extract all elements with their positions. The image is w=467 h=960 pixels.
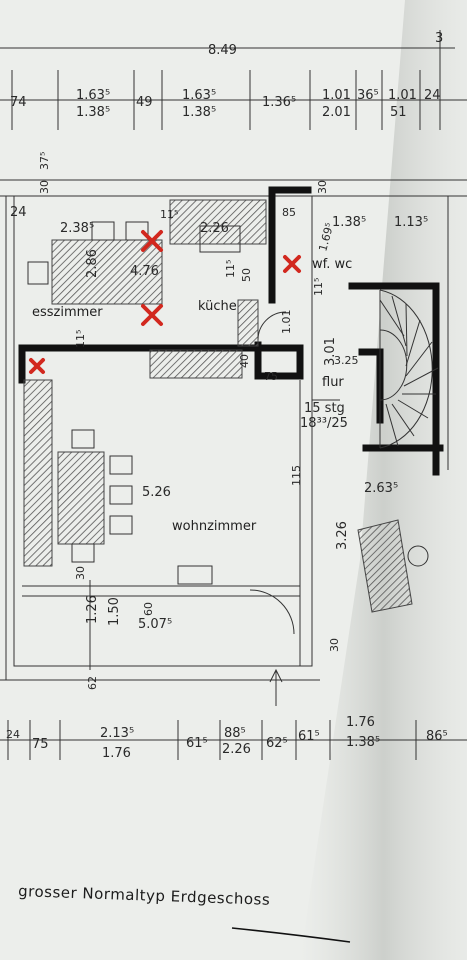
dim-k25: 30	[74, 566, 87, 580]
dim-top-f-top: 1.01	[322, 88, 351, 103]
door-swings	[22, 311, 340, 706]
dim-k27: 1.50	[107, 597, 122, 626]
hatched-elements	[23, 199, 413, 613]
dim-k8: 1.38⁵	[332, 215, 366, 230]
red-cross-marks	[29, 230, 301, 374]
dim-top-f-bot: 2.01	[322, 105, 351, 120]
dim-bottom-i: 86⁵	[426, 729, 448, 744]
cross-mark	[141, 230, 163, 252]
dim-bottom-h-bot: 1.38⁵	[346, 735, 380, 750]
dim-top-b-bot: 1.38⁵	[76, 105, 110, 120]
room-label-esszimmer: esszimmer	[32, 305, 103, 320]
dim-top-d-bot: 1.38⁵	[182, 105, 216, 120]
dim-top-a: 74	[10, 95, 27, 110]
dim-bottom-g: 61⁵	[298, 729, 320, 744]
cross-mark	[283, 255, 301, 273]
title-underline	[231, 927, 351, 943]
spiral-staircase	[379, 289, 439, 449]
dim-k17: 3.01	[323, 337, 338, 366]
dim-top-j: 3	[435, 31, 443, 46]
dim-k13: 4.76	[130, 264, 159, 279]
dim-k5: 11⁵	[160, 208, 178, 221]
top-dimension-lines	[0, 30, 467, 197]
dim-top-d-top: 1.63⁵	[182, 88, 216, 103]
dim-top-i: 24	[424, 88, 441, 103]
dim-bottom-c-top: 2.13⁵	[100, 726, 134, 741]
paper-fold	[300, 0, 467, 960]
dim-bottom-h-top: 1.76	[346, 715, 375, 730]
bottom-dimension-text: 24 75 2.13⁵ 1.76 61⁵ 88⁵ 2.26 62⁵ 61⁵ 1.…	[6, 715, 448, 761]
dim-top-h-bot: 51	[390, 105, 407, 120]
inner-dimension-text: 30 37⁵ 24 2.38⁵ 11⁵ 2.26 85 1.38⁵ 1.13⁵ …	[10, 152, 428, 690]
room-label-wohnzimmer: wohnzimmer	[172, 519, 257, 534]
dim-top-b-top: 1.63⁵	[76, 88, 110, 103]
dim-k7: 85	[282, 206, 296, 219]
cross-mark	[29, 358, 45, 374]
dim-bottom-c-bot: 1.76	[102, 746, 131, 761]
dim-k21: 11⁵	[74, 330, 87, 348]
furniture	[27, 221, 429, 585]
dim-k16: 1.01	[280, 310, 293, 335]
room-labels: esszimmer küche wf. wc flur wohnzimmer 1…	[32, 257, 352, 534]
room-label-flur: flur	[322, 375, 344, 390]
stairs-ratio: 18³³/25	[300, 416, 348, 431]
marked-walls	[18, 186, 444, 476]
dim-k1: 30	[38, 180, 51, 194]
dim-k26: 1.26	[85, 595, 100, 624]
dim-k18: 3.25	[334, 354, 359, 367]
dim-k28: 5.07⁵	[138, 617, 172, 632]
dim-overall: 8.49	[208, 43, 237, 58]
dim-bottom-d: 61⁵	[186, 736, 208, 751]
dim-bottom-b: 75	[32, 737, 49, 752]
room-label-kueche: küche	[198, 299, 237, 314]
dim-k20: 11⁵	[312, 278, 325, 296]
dim-k12: 2.86	[85, 249, 100, 278]
dim-top-e: 1.36⁵	[262, 95, 296, 110]
dim-bottom-f: 62⁵	[266, 736, 288, 751]
dim-k14: 11⁵	[224, 260, 237, 278]
room-label-wc: wf. wc	[312, 257, 352, 272]
dim-k6: 2.26	[200, 221, 229, 236]
dim-top-g: 36⁵	[357, 88, 379, 103]
dim-k10: 30	[316, 180, 329, 194]
dim-k29: 62	[86, 676, 99, 690]
stairs-count: 15 stg	[304, 401, 345, 416]
dim-bottom-a: 24	[6, 728, 20, 741]
dim-bottom-e-top: 88⁵	[224, 726, 246, 741]
dim-k15: 50	[240, 268, 253, 282]
dim-k33: 115	[290, 465, 303, 486]
dim-k2: 37⁵	[38, 152, 51, 170]
dim-k4: 2.38⁵	[60, 221, 94, 236]
outer-walls	[5, 195, 449, 680]
dim-k23: 2.63⁵	[364, 481, 398, 496]
dim-k30: 30	[328, 638, 341, 652]
bottom-dimension-lines	[0, 679, 467, 760]
top-dimension-text: 8.49 3 74 1.63⁵ 1.38⁵ 49 1.63⁵ 1.38⁵ 1.3…	[10, 31, 443, 120]
dim-top-c: 49	[136, 95, 153, 110]
dim-top-h-top: 1.01	[388, 88, 417, 103]
dim-k19: 75	[264, 370, 278, 383]
dim-k9: 1.13⁵	[394, 215, 428, 230]
cross-mark	[141, 304, 163, 326]
dim-k22: 5.26	[142, 485, 171, 500]
dim-k24: 3.26	[335, 521, 350, 550]
dim-bottom-e-bot: 2.26	[222, 742, 251, 757]
dim-k32: 40	[238, 354, 251, 368]
dim-k31: 60	[142, 602, 155, 616]
dim-k3: 24	[10, 205, 27, 220]
